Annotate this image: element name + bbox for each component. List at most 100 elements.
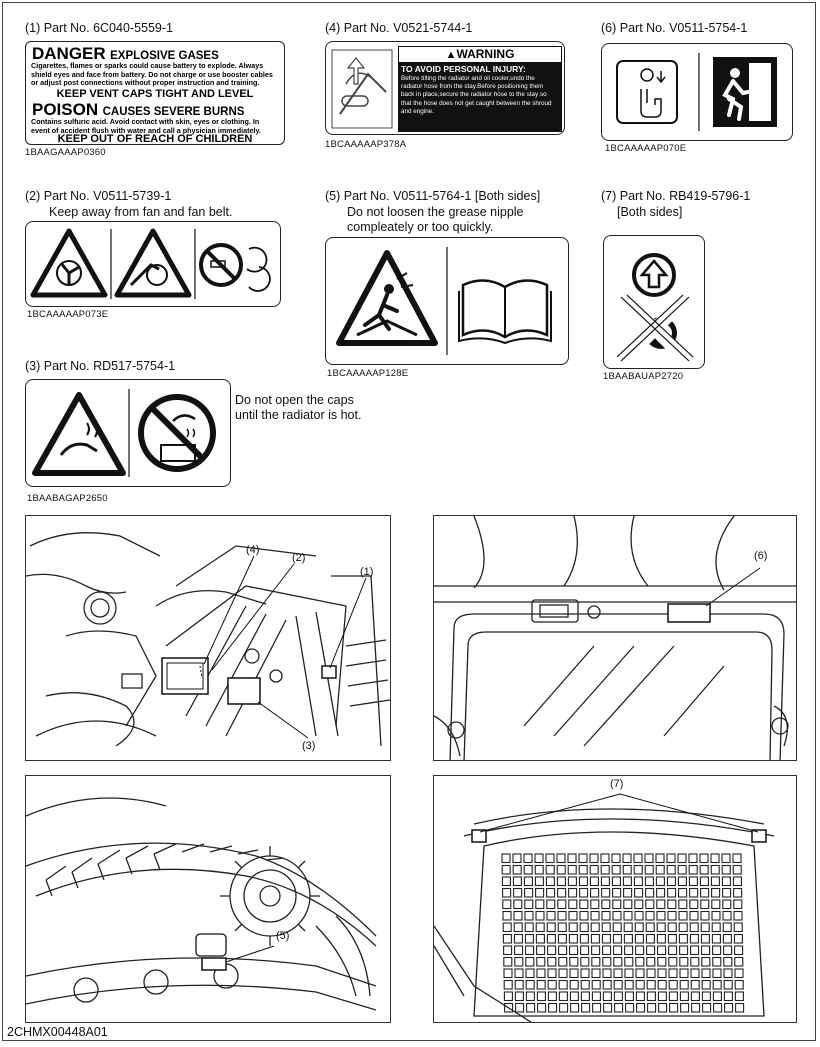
warning-body: Before tilting the radiator and oil cool… <box>401 75 552 115</box>
window-mesh-cell <box>655 853 665 864</box>
window-mesh-cell <box>711 922 721 933</box>
window-mesh-cell <box>690 945 700 956</box>
window-mesh-cell <box>689 887 699 898</box>
window-mesh-cell <box>502 887 512 898</box>
window-mesh-cell <box>589 876 599 887</box>
part-number-1: (1) Part No. 6C040-5559-1 <box>25 21 173 35</box>
label-6-location <box>667 603 711 623</box>
window-mesh-cell <box>735 1002 745 1013</box>
window-mesh-cell <box>699 864 709 875</box>
window-mesh-cell <box>556 876 566 887</box>
rear-window-figure: (7) <box>433 775 797 1023</box>
window-mesh-cell <box>701 979 711 990</box>
window-mesh-cell <box>611 864 621 875</box>
window-mesh-cell <box>601 910 611 921</box>
window-mesh-cell <box>723 956 733 967</box>
window-mesh-cell <box>644 864 654 875</box>
window-mesh-cell <box>680 1002 690 1013</box>
window-mesh-cell <box>633 864 643 875</box>
window-mesh-cell <box>591 979 601 990</box>
battery-danger-decal: DANGER EXPLOSIVE GASES Cigarettes, flame… <box>25 41 285 145</box>
window-mesh-cell <box>515 1002 525 1013</box>
window-mesh-cell <box>546 933 556 944</box>
callout-3: (3) <box>302 740 316 752</box>
window-mesh-cell <box>590 899 600 910</box>
part-number-3: (3) Part No. RD517-5754-1 <box>25 359 176 373</box>
window-mesh-cell <box>524 899 534 910</box>
window-mesh-cell <box>701 956 711 967</box>
window-mesh-cell <box>722 910 732 921</box>
window-mesh-cell <box>679 956 689 967</box>
window-mesh-cell <box>512 864 522 875</box>
window-mesh-cell <box>689 899 699 910</box>
window-mesh-cell <box>636 1002 646 1013</box>
window-mesh-cell <box>678 910 688 921</box>
vent-caps-line: KEEP VENT CAPS TIGHT AND LEVEL <box>56 88 254 100</box>
window-mesh-cell <box>646 979 656 990</box>
label-code-7: 1BAABAUAP2720 <box>603 371 684 382</box>
window-mesh-cell <box>513 910 523 921</box>
window-mesh-cell <box>501 864 511 875</box>
window-mesh-cell <box>514 991 524 1002</box>
window-mesh-cell <box>525 968 535 979</box>
window-mesh-cell <box>591 991 601 1002</box>
window-mesh-cell <box>578 853 588 864</box>
window-mesh-cell <box>600 876 610 887</box>
window-mesh-cell <box>536 979 546 990</box>
window-mesh-cell <box>646 968 656 979</box>
window-mesh-cell <box>647 1002 657 1013</box>
label-3-desc-2: until the radiator is hot. <box>235 408 362 422</box>
window-mesh-cell <box>602 945 612 956</box>
window-mesh-cell <box>690 968 700 979</box>
window-mesh-cell <box>580 968 590 979</box>
window-mesh-cell <box>502 910 512 921</box>
window-mesh-cell <box>624 979 634 990</box>
window-mesh-cell <box>700 910 710 921</box>
window-mesh-cell <box>666 876 676 887</box>
window-mesh-cell <box>514 945 524 956</box>
window-exit-decal <box>603 235 705 369</box>
warning-panel: ▲WARNING TO AVOID PERSONAL INJURY: Befor… <box>398 46 562 132</box>
window-mesh-cell <box>514 956 524 967</box>
window-mesh-cell <box>558 945 568 956</box>
window-mesh-cell <box>547 956 557 967</box>
emergency-exit-icon <box>713 57 777 127</box>
window-mesh-cell <box>699 876 709 887</box>
window-mesh-cell <box>657 956 667 967</box>
window-mesh-cell <box>524 922 534 933</box>
window-mesh-cell <box>712 991 722 1002</box>
window-mesh-cell <box>635 991 645 1002</box>
children-line: KEEP OUT OF REACH OF CHILDREN <box>57 133 253 145</box>
window-mesh-cell <box>536 991 546 1002</box>
window-mesh-cell <box>678 899 688 910</box>
window-mesh-cell <box>700 922 710 933</box>
window-mesh-cell <box>503 956 513 967</box>
window-mesh-cell <box>679 945 689 956</box>
window-mesh-cell <box>712 979 722 990</box>
window-mesh-cell <box>569 979 579 990</box>
label-3-desc-1: Do not open the caps <box>235 393 354 407</box>
window-mesh-cell <box>733 922 743 933</box>
window-mesh-cell <box>689 910 699 921</box>
window-mesh-cell <box>623 899 633 910</box>
label-7-left-location <box>471 829 487 843</box>
window-mesh-cell <box>710 853 720 864</box>
window-mesh-cell <box>502 922 512 933</box>
window-mesh-cell <box>723 968 733 979</box>
radiator-warning-decal: ▲WARNING TO AVOID PERSONAL INJURY: Befor… <box>325 41 565 135</box>
window-mesh-cell <box>711 899 721 910</box>
up-arrow-circle-icon <box>632 253 676 297</box>
window-mesh-cell <box>556 853 566 864</box>
window-mesh-cell <box>724 1002 734 1013</box>
window-mesh-cell <box>557 899 567 910</box>
cab-ceiling-drawing <box>434 516 796 760</box>
window-mesh-cell <box>624 968 634 979</box>
window-mesh-cell <box>723 979 733 990</box>
window-mesh-cell <box>699 853 709 864</box>
manual-book-icon <box>458 279 552 345</box>
window-mesh-cell <box>688 864 698 875</box>
part-number-5: (5) Part No. V0511-5764-1 [Both sides] <box>325 189 541 203</box>
window-mesh-cell <box>546 922 556 933</box>
belt-hazard-icon <box>114 228 192 298</box>
window-mesh-cell <box>657 968 667 979</box>
